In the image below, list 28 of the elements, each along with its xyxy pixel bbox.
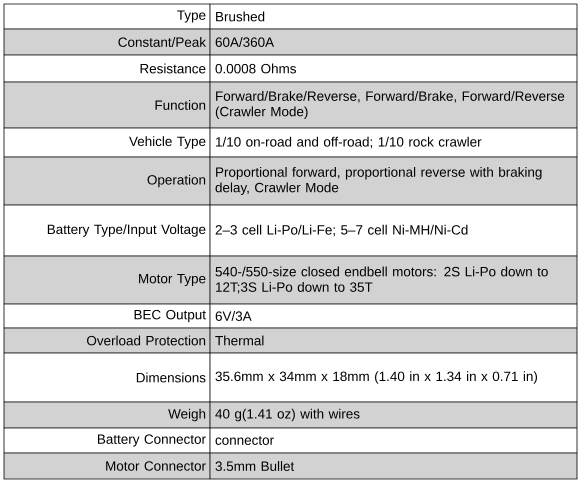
- value-cell: Thermal: [210, 328, 578, 354]
- value-cell: 2–3 cell Li-Po/Li-Fe; 5–7 cell Ni-MH/Ni-Cd: [210, 204, 578, 256]
- label-cell: Weigh: [4, 402, 210, 428]
- label-cell: Constant/Peak: [4, 28, 210, 56]
- label-cell: Battery Connector: [4, 428, 210, 454]
- label-cell: Type: [4, 4, 210, 30]
- label-cell: Battery Type/Input Voltage: [4, 204, 210, 256]
- label-cell: Motor Type: [4, 256, 210, 304]
- value-cell: 35.6mm x 34mm x 18mm (1.40 in x 1.34 in x 0.71 in): [210, 352, 578, 402]
- value-cell: connector: [210, 428, 578, 454]
- value-cell: 1/10 on-road and off-road; 1/10 rock crawler: [210, 128, 578, 158]
- label-cell: Operation: [4, 156, 210, 206]
- label-cell: Vehicle Type: [4, 128, 210, 158]
- label-cell: Resistance: [4, 54, 210, 82]
- value-cell: 540-/550-size closed endbell motors: 2S Li-Po down to 12T;3S Li-Po down to 35T: [210, 256, 578, 304]
- value-cell: 0.0008 Ohms: [210, 54, 578, 82]
- value-cell: Proportional forward, proportional reverse with braking delay, Crawler Mode: [210, 156, 578, 206]
- value-cell: 60A/360A: [210, 28, 578, 56]
- label-cell: BEC Output: [4, 304, 210, 328]
- value-cell: 40 g(1.41 oz) with wires: [210, 402, 578, 428]
- value-cell: Forward/Brake/Reverse, Forward/Brake, Forward/Reverse (Crawler Mode): [210, 82, 578, 128]
- value-cell: Brushed: [210, 4, 578, 30]
- value-cell: 6V/3A: [210, 304, 578, 328]
- value-cell: 3.5mm Bullet: [210, 452, 578, 480]
- label-cell: Dimensions: [4, 352, 210, 402]
- label-cell: Overload Protection: [4, 328, 210, 354]
- label-cell: Function: [4, 82, 210, 128]
- label-cell: Motor Connector: [4, 452, 210, 480]
